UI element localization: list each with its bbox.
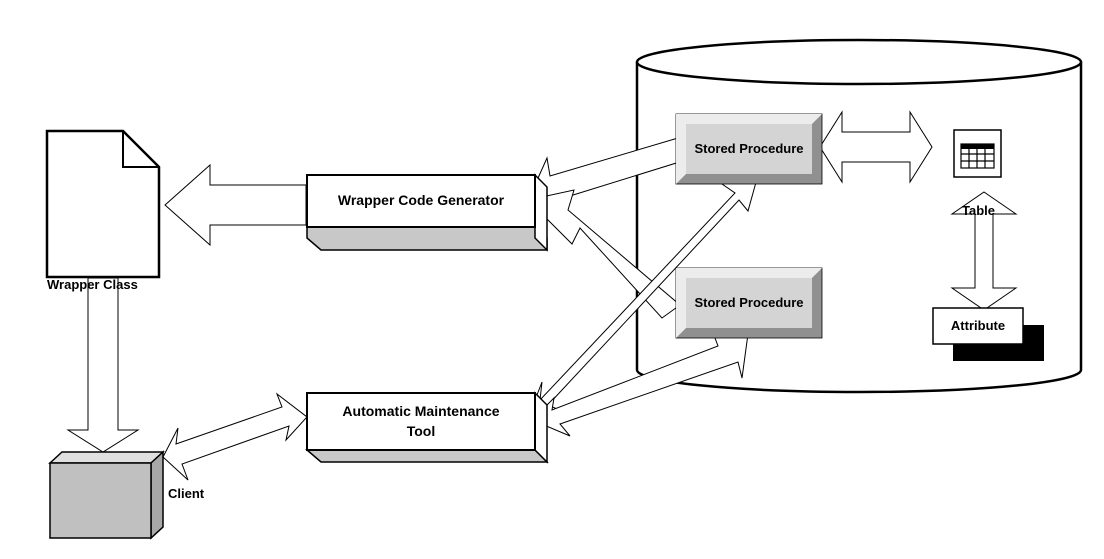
automatic-maintenance-tool-label-line1: Automatic Maintenance (342, 403, 500, 419)
arrow-client-maintenance (162, 392, 308, 481)
arrow-procedure2-to-generator (526, 189, 681, 319)
attribute-box (932, 307, 1044, 361)
wrapper-code-generator-label: Wrapper Code Generator (337, 192, 505, 208)
table-label: Table (962, 203, 995, 218)
table-grid-icon (953, 129, 1002, 178)
automatic-maintenance-tool-box (304, 391, 549, 464)
automatic-maintenance-tool-label-line2: Tool (406, 423, 436, 439)
arrow-generator-to-wrapper (164, 163, 307, 247)
wrapper-class-label: Wrapper Class (47, 277, 138, 292)
stored-procedure-1-label: Stored Procedure (694, 141, 804, 156)
document-icon (45, 129, 161, 279)
wrapper-code-generator-box (306, 173, 548, 252)
client-label: Client (168, 486, 205, 501)
stored-procedure-2-box (675, 267, 823, 339)
attribute-label: Attribute (950, 318, 1006, 333)
arrow-wrapper-to-client (66, 277, 140, 453)
stored-procedure-1-box (675, 113, 823, 185)
stored-procedure-2-label: Stored Procedure (694, 295, 804, 310)
arrow-procedure1-table (819, 110, 933, 184)
cube-icon (48, 450, 165, 540)
automatic-maintenance-tool-label: Automatic Maintenance Tool (307, 401, 535, 441)
